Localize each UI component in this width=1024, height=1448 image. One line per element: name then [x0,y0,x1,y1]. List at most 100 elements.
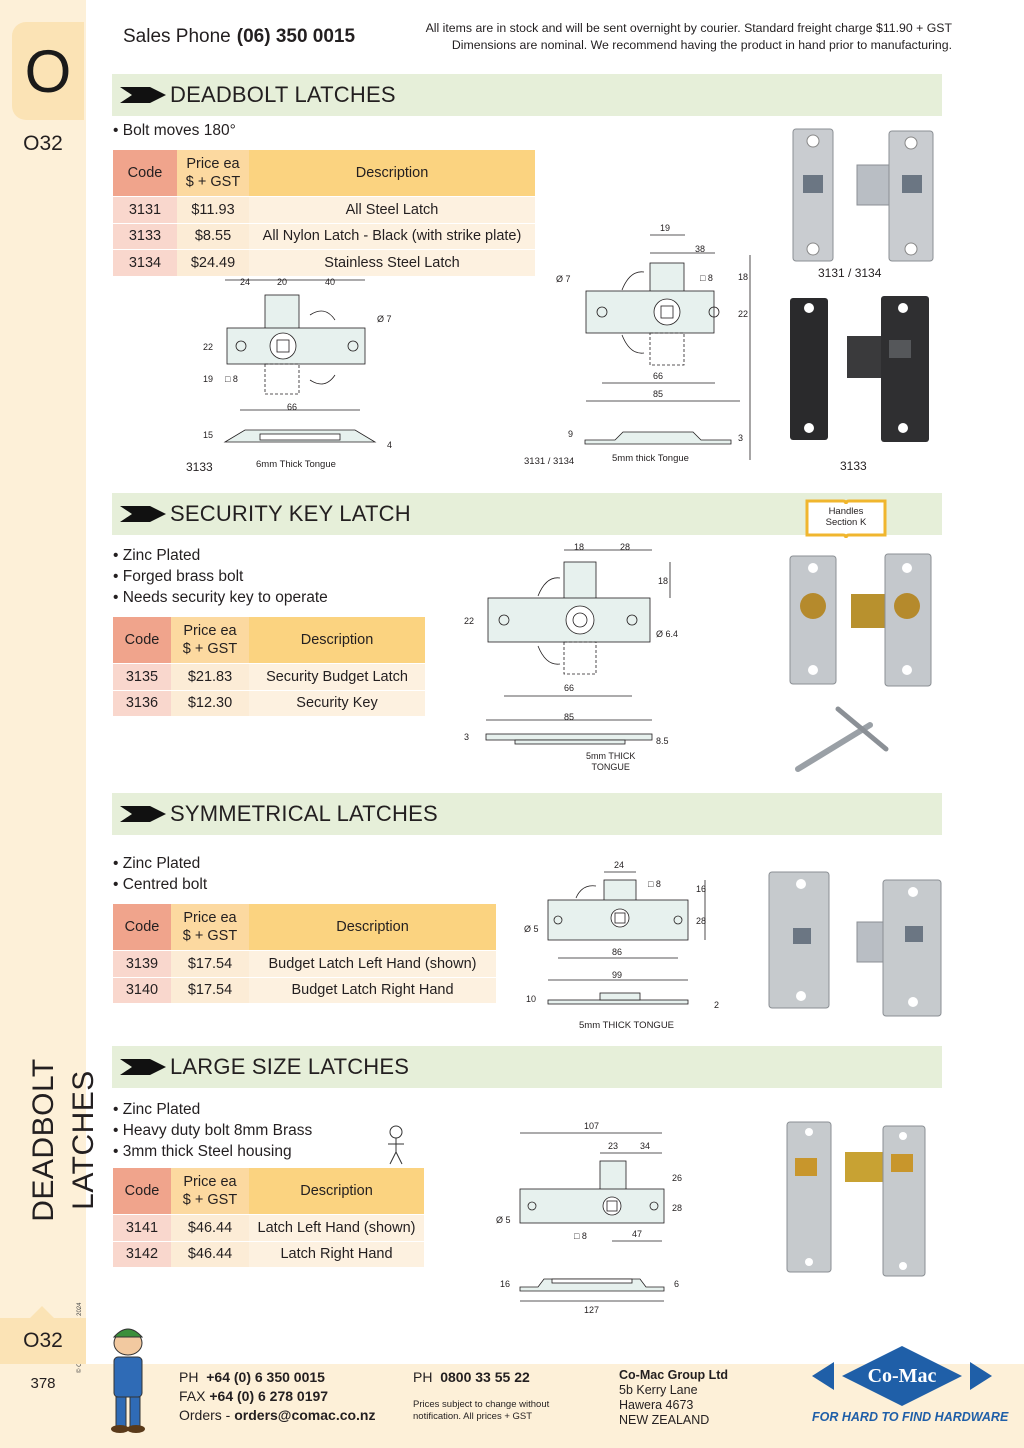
table-row: 3140 $17.54 Budget Latch Right Hand [113,976,496,1003]
feature-item: • Needs security key to operate [113,589,328,606]
svg-text:47: 47 [632,1229,642,1239]
photo-caption: 3131 / 3134 [818,266,882,280]
col-header-code: Code [113,1168,171,1215]
svg-text:2: 2 [714,1000,719,1010]
sales-phone-number[interactable]: (06) 350 0015 [236,26,356,47]
cell-description: Budget Latch Left Hand (shown) [249,950,496,977]
svg-text:6: 6 [674,1279,679,1289]
col-header-code: Code [113,617,171,664]
footer-orders: Orders - orders@comac.co.nz [179,1407,376,1423]
svg-text:3: 3 [738,433,743,443]
cell-price: $21.83 [171,663,249,690]
arrow-icon [120,87,166,103]
cell-price: $12.30 [171,689,249,716]
technical-drawing-3141: 107 23 34 Ø 5 □ 8 47 26 28 16 6 127 [496,1121,682,1315]
svg-text:107: 107 [584,1121,599,1131]
table-row: 3134 $24.49 Stainless Steel Latch [113,249,535,276]
table-row: 3141 $46.44 Latch Left Hand (shown) [113,1214,424,1241]
feature-item: • Forged brass bolt [113,568,244,585]
page-code-bottom: O32 [0,1306,86,1364]
cell-code: 3131 [113,196,177,223]
arrow-icon [120,806,166,822]
svg-text:□ 8: □ 8 [648,879,661,889]
col-header-price: Price ea$ + GST [171,904,249,951]
phone-number[interactable]: +64 (0) 6 350 0015 [206,1369,325,1385]
footer-fax: FAX +64 (0) 6 278 0197 [179,1388,329,1404]
cell-price: $17.54 [171,976,249,1003]
sales-phone-label: Sales Phone [123,26,231,47]
footer-phone: PH +64 (0) 6 350 0015 [179,1369,325,1385]
table-row: 3142 $46.44 Latch Right Hand [113,1240,424,1267]
section-title: LARGE SIZE LATCHES [170,1054,410,1079]
photo-caption: 3133 [840,459,867,473]
feature-list: • Zinc Plated • Forged brass bolt • Need… [113,545,328,608]
arrow-icon [120,1059,166,1075]
cell-code: 3133 [113,222,177,250]
svg-text:□ 8: □ 8 [700,273,713,283]
product-photo-security-key [795,706,889,772]
feature-list: • Zinc Plated • Centred bolt [113,853,207,895]
svg-text:8.5: 8.5 [656,736,669,746]
table-row: 3135 $21.83 Security Budget Latch [113,663,425,690]
svg-text:28: 28 [696,916,706,926]
side-profile-3135: 85 3 8.5 [464,712,669,746]
freephone-number[interactable]: 0800 33 55 22 [440,1369,530,1385]
sales-phone: Sales Phone(06) 350 0015 [123,26,355,48]
cell-code: 3139 [113,950,171,977]
feature-item: • Zinc Plated [113,855,201,872]
col-header-price: Price ea$ + GST [171,617,249,664]
svg-text:26: 26 [672,1173,682,1183]
section-title: SYMMETRICAL LATCHES [170,801,438,826]
section-bar-symmetrical: SYMMETRICAL LATCHES [112,793,942,835]
comac-logo[interactable]: Co-Mac [812,1342,992,1414]
tongue-note: 5mm THICK TONGUE [586,751,636,772]
drawing-caption-tongue: 5mm thick Tongue [612,453,689,464]
product-photo-steel-latch [792,128,934,262]
cell-code: 3135 [113,663,171,690]
price-table-security: Code Price ea$ + GST Description 3135 $2… [113,617,425,716]
page-code-top: O32 [23,132,63,155]
svg-text:22: 22 [464,616,474,626]
svg-text:28: 28 [672,1203,682,1213]
footer-freephone: PH 0800 33 55 22 [413,1369,530,1385]
handles-badge[interactable]: Handles Section K [825,506,867,528]
svg-text:34: 34 [640,1141,650,1151]
svg-text:16: 16 [500,1279,510,1289]
cell-code: 3141 [113,1214,171,1241]
technical-drawing-3139: 24 □ 8 Ø 5 86 99 16 28 10 2 [524,860,719,1010]
table-row: 3133 $8.55 All Nylon Latch - Black (with… [113,222,535,250]
svg-text:24: 24 [240,277,250,287]
col-header-description: Description [249,150,535,197]
svg-text:24: 24 [614,860,624,870]
svg-text:22: 22 [738,309,748,319]
cell-description: Stainless Steel Latch [249,249,535,276]
svg-text:127: 127 [584,1305,599,1315]
brand-tagline: FOR HARD TO FIND HARDWARE [812,1410,1009,1424]
company-name: Co-Mac Group Ltd [619,1368,729,1382]
fax-number: +64 (0) 6 278 0197 [209,1388,329,1404]
cell-description: Latch Right Hand [249,1240,424,1267]
feature-item: • Heavy duty bolt 8mm Brass [113,1122,313,1139]
technical-drawing-3135: 18 28 22 18 Ø 6.4 66 [464,542,678,697]
svg-text:66: 66 [653,371,663,381]
mascot-sketch-icon [388,1125,404,1165]
feature-item: • Zinc Plated [113,1101,201,1118]
freight-notice: All items are in stock and will be sent … [360,20,952,54]
svg-text:Ø 7: Ø 7 [377,314,392,324]
cell-price: $8.55 [177,222,249,250]
product-photo-nylon-latch [790,296,929,442]
product-photo-symmetrical-latch [768,871,942,1017]
price-table-deadbolt: Code Price ea$ + GST Description 3131 $1… [113,150,535,276]
col-header-price: Price ea$ + GST [177,150,249,197]
book-icon[interactable] [805,497,887,543]
product-photo-security-latch [789,553,932,687]
svg-text:3: 3 [464,732,469,742]
svg-text:18: 18 [658,576,668,586]
svg-text:Ø 5: Ø 5 [496,1215,511,1225]
cell-price: $46.44 [171,1240,249,1267]
svg-text:19: 19 [203,374,213,384]
orders-email-link[interactable]: orders@comac.co.nz [234,1407,376,1423]
feature-item: • Bolt moves 180° [113,122,236,139]
svg-text:20: 20 [277,277,287,287]
